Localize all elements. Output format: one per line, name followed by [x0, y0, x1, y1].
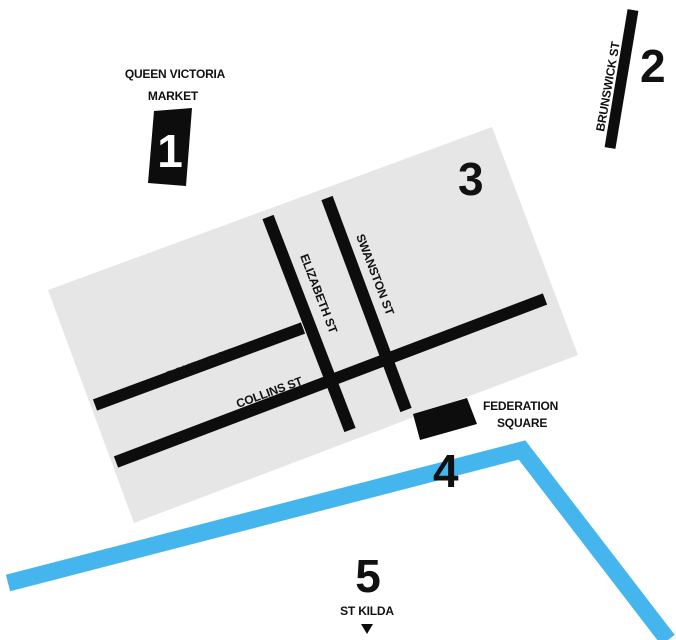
federation-square-block[interactable]	[413, 398, 477, 440]
location-number-1: 1	[157, 125, 183, 177]
location-number-3: 3	[458, 153, 484, 205]
st-kilda-label: ST KILDA	[340, 604, 394, 618]
down-triangle-icon[interactable]	[361, 624, 373, 634]
location-number-5: 5	[355, 550, 381, 602]
federation-square-label: FEDERATION	[483, 399, 558, 413]
bourke-street[interactable]	[92, 322, 306, 411]
location-number-2: 2	[640, 40, 666, 92]
queen-victoria-market-label: QUEEN VICTORIA	[125, 67, 226, 81]
swanston-street[interactable]	[321, 195, 412, 413]
queen-victoria-market-label-2: MARKET	[148, 89, 199, 103]
federation-square-label-2: SQUARE	[497, 416, 547, 430]
elizabeth-street[interactable]	[262, 214, 356, 433]
location-number-4: 4	[433, 445, 459, 497]
brunswick-street[interactable]	[604, 9, 639, 149]
queen-victoria-market-block[interactable]	[148, 108, 192, 186]
yarra-river	[5, 440, 675, 640]
